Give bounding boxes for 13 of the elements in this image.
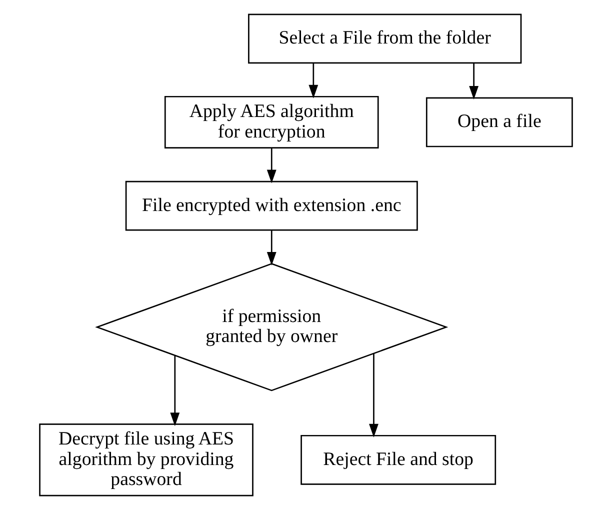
arrow (308, 62, 318, 98)
node-box: Reject File and stop (300, 434, 496, 484)
arrow (468, 62, 478, 100)
node-box: Decrypt file using AES algorithm by providing password (38, 423, 253, 496)
arrow (170, 355, 180, 426)
node-box: Apply AES algorithm for encryption (164, 95, 378, 148)
node-box: Open a file (425, 96, 572, 147)
arrow (266, 148, 276, 183)
arrow (368, 353, 378, 437)
node-box: Select a File from the folder (248, 13, 522, 64)
arrow (266, 230, 276, 265)
node-box: File encrypted with extension .enc (124, 180, 418, 230)
node-diamond: if permission granted by owner (94, 262, 448, 391)
